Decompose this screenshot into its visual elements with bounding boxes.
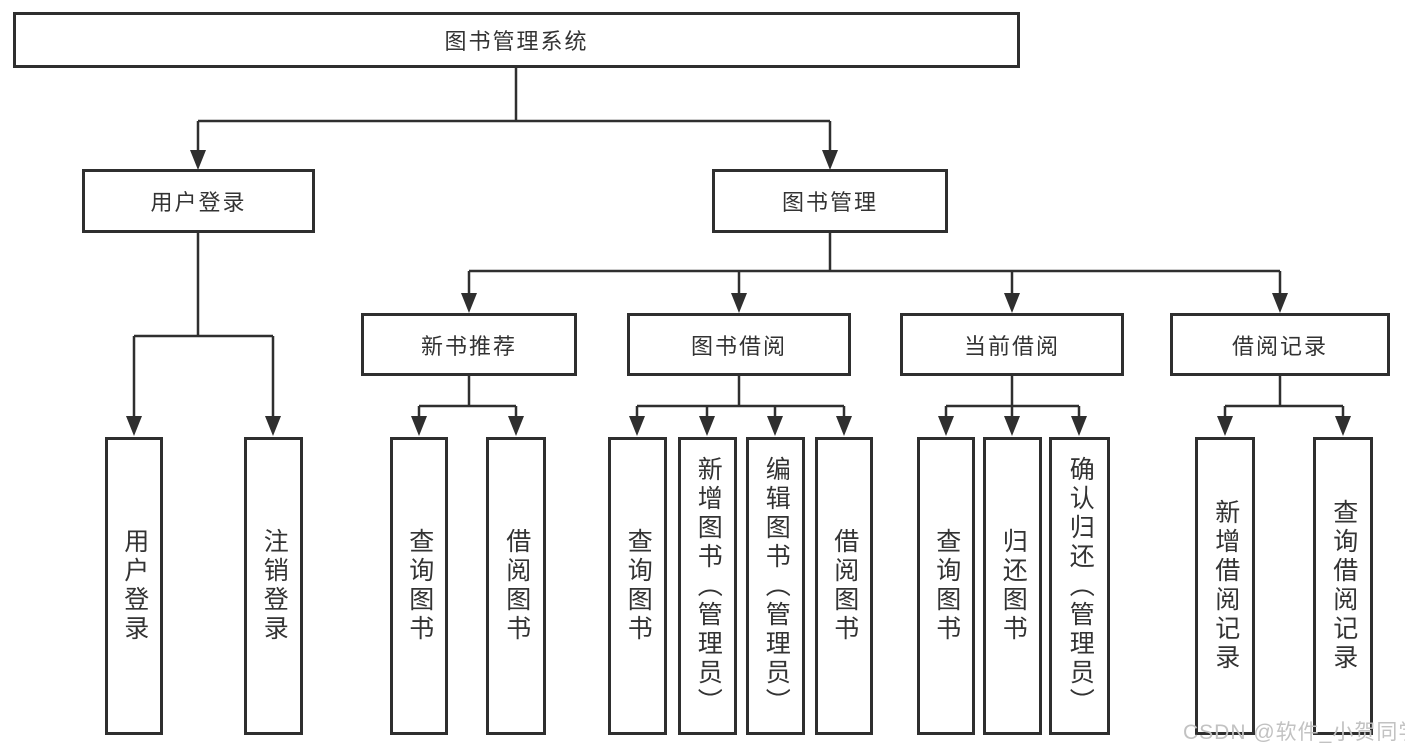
node-label: 新书推荐 bbox=[420, 333, 517, 359]
leaf-borrow-books-recommend: 借阅图书 bbox=[486, 437, 546, 735]
leaf-borrow-books-borrow: 借阅图书 bbox=[815, 437, 873, 735]
leaf-add-books-admin: 新增图书（管理员） bbox=[678, 437, 737, 735]
arrow-down-icon bbox=[938, 416, 954, 436]
node-label: 借阅记录 bbox=[1231, 333, 1328, 359]
arrow-down-icon bbox=[629, 416, 645, 436]
node-current-borrow: 当前借阅 bbox=[900, 313, 1124, 376]
node-label: 用户登录 bbox=[150, 190, 247, 215]
arrow-down-icon bbox=[508, 416, 524, 436]
leaf-logout-login: 注销登录 bbox=[244, 437, 303, 735]
node-new-book-recommend: 新书推荐 bbox=[361, 313, 577, 376]
node-label: 借阅图书 bbox=[830, 528, 859, 644]
leaf-query-books-current: 查询图书 bbox=[917, 437, 975, 735]
arrow-down-icon bbox=[822, 150, 838, 170]
node-label: 查询图书 bbox=[624, 528, 653, 644]
node-label: 图书管理 bbox=[781, 190, 878, 215]
node-user-login: 用户登录 bbox=[82, 169, 315, 233]
node-label: 新增借阅记录 bbox=[1211, 499, 1240, 673]
arrow-down-icon bbox=[767, 416, 783, 436]
leaf-return-books: 归还图书 bbox=[983, 437, 1042, 735]
node-book-management: 图书管理 bbox=[712, 169, 948, 233]
leaf-add-borrow-record: 新增借阅记录 bbox=[1195, 437, 1255, 735]
arrow-down-icon bbox=[731, 293, 747, 313]
arrow-down-icon bbox=[1217, 416, 1233, 436]
arrow-down-icon bbox=[1004, 293, 1020, 313]
arrow-down-icon bbox=[190, 150, 206, 170]
leaf-query-borrow-record: 查询借阅记录 bbox=[1313, 437, 1373, 735]
node-root: 图书管理系统 bbox=[13, 12, 1020, 68]
node-label: 查询借阅记录 bbox=[1329, 499, 1358, 673]
node-label: 确认归还（管理员） bbox=[1066, 455, 1095, 717]
node-label: 归还图书 bbox=[999, 528, 1028, 644]
node-label: 借阅图书 bbox=[502, 528, 531, 644]
leaf-confirm-return-admin: 确认归还（管理员） bbox=[1049, 437, 1110, 735]
arrow-down-icon bbox=[1335, 416, 1351, 436]
arrow-down-icon bbox=[836, 416, 852, 436]
leaf-query-books-recommend: 查询图书 bbox=[390, 437, 448, 735]
leaf-user-login: 用户登录 bbox=[105, 437, 163, 735]
node-label: 当前借阅 bbox=[963, 333, 1060, 359]
node-label: 用户登录 bbox=[120, 528, 149, 644]
leaf-edit-books-admin: 编辑图书（管理员） bbox=[746, 437, 805, 735]
node-label: 编辑图书（管理员） bbox=[762, 455, 791, 717]
leaf-query-books-borrow: 查询图书 bbox=[608, 437, 667, 735]
arrow-down-icon bbox=[461, 293, 477, 313]
arrow-down-icon bbox=[1071, 416, 1087, 436]
node-label: 查询图书 bbox=[932, 528, 961, 644]
arrow-down-icon bbox=[411, 416, 427, 436]
arrow-down-icon bbox=[265, 416, 281, 436]
arrow-down-icon bbox=[699, 416, 715, 436]
node-label: 注销登录 bbox=[260, 528, 289, 644]
node-label: 图书借阅 bbox=[690, 333, 787, 359]
arrow-down-icon bbox=[1272, 293, 1288, 313]
node-label: 新增图书（管理员） bbox=[694, 455, 723, 717]
node-label: 图书管理系统 bbox=[444, 29, 589, 54]
node-book-borrow: 图书借阅 bbox=[627, 313, 851, 376]
arrow-down-icon bbox=[126, 416, 142, 436]
node-borrow-records: 借阅记录 bbox=[1170, 313, 1390, 376]
watermark: CSDN @软件_小贺同学 bbox=[1183, 721, 1405, 744]
node-label: 查询图书 bbox=[405, 528, 434, 644]
arrow-down-icon bbox=[1004, 416, 1020, 436]
